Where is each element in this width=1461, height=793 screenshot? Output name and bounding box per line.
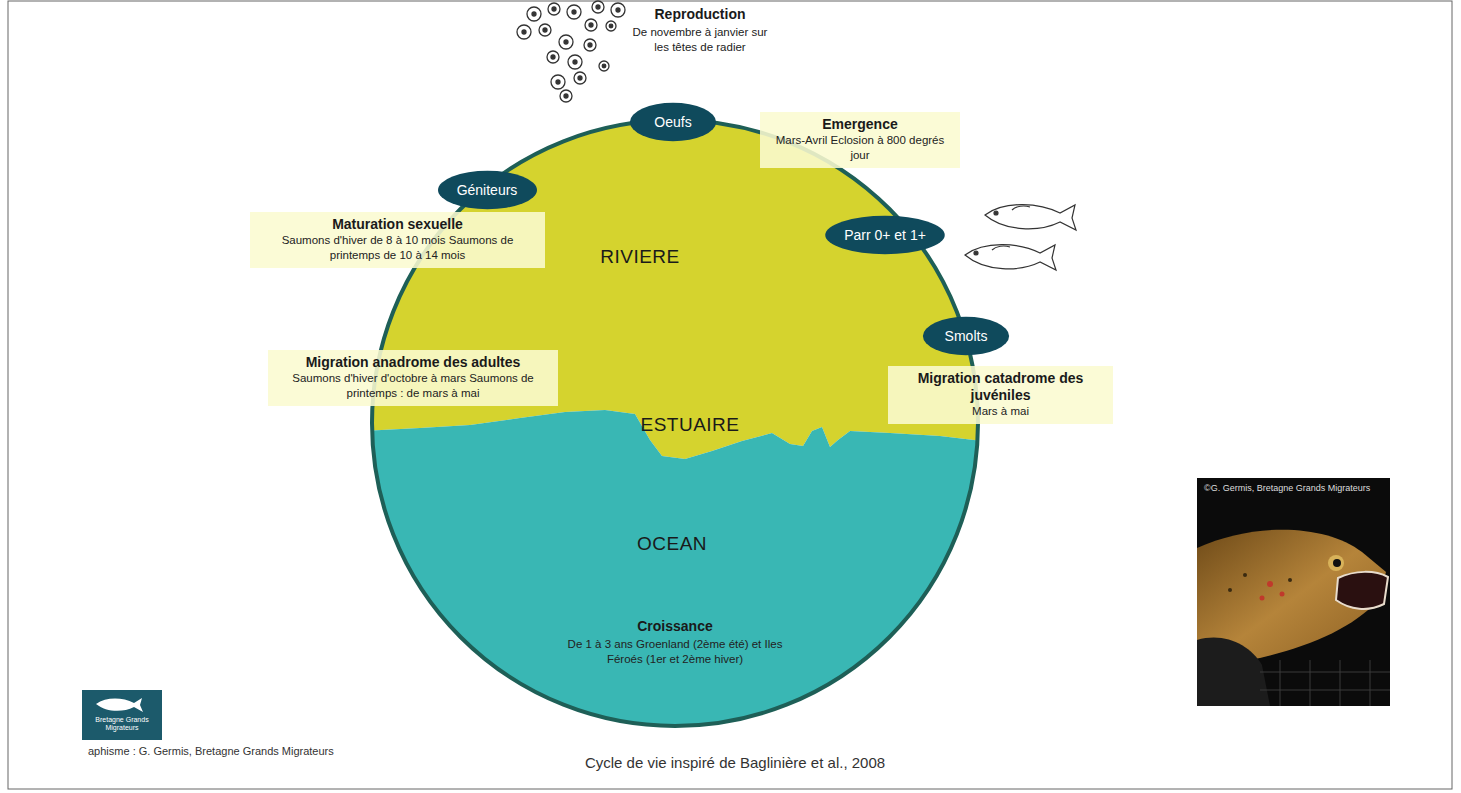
eggs-icon-part: [616, 8, 620, 12]
eggs-icon-part: [568, 55, 582, 69]
parr-fish-icon-part: [992, 246, 1010, 250]
salmon-photo-part: [1288, 578, 1292, 582]
parr-fish-icon-part: [994, 211, 998, 215]
eggs-icon-part: [560, 90, 572, 102]
eggs-icon-part: [556, 80, 560, 84]
eggs-icon: [517, 1, 625, 102]
salmon-photo-part: [1243, 573, 1247, 577]
oval-fill: [438, 171, 537, 209]
eggs-icon-part: [559, 35, 573, 49]
eggs-icon-part: [517, 25, 531, 39]
salmon-photo: [1197, 478, 1390, 706]
oval-fill: [923, 317, 1009, 355]
eggs-icon-part: [596, 5, 600, 9]
box-heading: Migration anadrome des adultes: [274, 354, 552, 371]
eggs-icon-part: [573, 60, 577, 64]
salmon-photo-part: [1336, 572, 1388, 609]
ocean-region-shape: [368, 400, 982, 730]
eggs-icon-part: [564, 94, 568, 98]
stage-name: Smolts: [945, 328, 988, 344]
parr-fish-icon-part: [965, 245, 1056, 270]
salmon-photo-part: [1197, 478, 1390, 706]
salmon-photo-part: [1328, 555, 1344, 571]
info-box: Migration catadrome des juvénilesMars à …: [888, 366, 1113, 424]
eggs-icon-part: [547, 51, 559, 63]
eggs-icon-part: [532, 12, 536, 16]
salmon-photo-part: [1280, 592, 1285, 597]
eggs-icon-part: [606, 21, 616, 31]
eggs-icon-part: [585, 19, 597, 31]
eggs-icon-part: [588, 43, 592, 47]
stage-oval: Oeufs: [629, 102, 717, 142]
eggs-icon-part: [527, 7, 541, 21]
stage-name: Oeufs: [654, 114, 691, 130]
logo: [82, 690, 162, 740]
eggs-icon-part: [552, 7, 556, 11]
ocean-region-fill: [360, 410, 990, 740]
frame-border: [8, 1, 1452, 789]
region-name: OCEAN: [572, 533, 772, 555]
box-heading: Migration catadrome des juvéniles: [894, 370, 1107, 404]
salmon-photo-part: [1260, 660, 1390, 706]
ocean-region: OCEAN Croissance De 1 à 3 ans Groenland (2…: [368, 400, 982, 730]
eggs-icon-part: [609, 24, 613, 28]
salmon-photo-part: [1260, 596, 1265, 601]
stage-name: Géniteurs: [457, 182, 518, 198]
eggs-icon-part: [543, 28, 547, 32]
eggs-icon-part: [522, 30, 526, 34]
info-box: Maturation sexuelleSaumons d'hiver de 8 …: [250, 212, 545, 268]
logo-part: [96, 698, 143, 712]
graphics-credit: aphisme : G. Germis, Bretagne Grands Mig…: [88, 745, 388, 757]
parr-fish-icon-part: [974, 251, 978, 255]
box-description: Mars à mai: [894, 404, 1107, 419]
eggs-icon-part: [564, 40, 568, 44]
estuary-name: ESTUAIRE: [610, 414, 770, 436]
oval-fill: [825, 216, 945, 254]
photo-credit: ©G. Germis, Bretagne Grands Migrateurs: [1204, 483, 1388, 493]
stage-oval: Smolts: [922, 316, 1010, 356]
oval-fill: [630, 103, 716, 141]
eggs-icon-part: [578, 76, 582, 80]
box-description: Mars-Avril Eclosion à 800 degrés jour: [766, 133, 954, 163]
parr-fish-icon-part: [985, 205, 1076, 230]
eggs-icon-part: [567, 5, 581, 19]
salmon-photo-part: [1197, 638, 1270, 706]
salmon-photo-part: [1333, 559, 1341, 567]
stage-oval: Parr 0+ et 1+: [824, 215, 946, 255]
eggs-icon-part: [611, 3, 625, 17]
parr-fish-icon-part: [1012, 206, 1030, 210]
eggs-icon-part: [589, 23, 593, 27]
stage-name: Parr 0+ et 1+: [844, 227, 926, 243]
box-heading: Maturation sexuelle: [256, 216, 539, 233]
logo-part: [82, 690, 162, 740]
eggs-icon-part: [548, 3, 560, 15]
reproduction-heading: Reproduction: [620, 6, 780, 23]
parr-fish-icon: [965, 205, 1076, 270]
reproduction-description: De novembre à janvier sur les têtes de r…: [625, 25, 775, 55]
stage-oval: Géniteurs: [437, 170, 538, 210]
eggs-icon-part: [592, 1, 604, 13]
box-description: Saumons d'hiver d'octobre à mars Saumons…: [274, 371, 552, 401]
eggs-icon-part: [602, 64, 606, 68]
box-description: Saumons d'hiver de 8 à 10 mois Saumons d…: [256, 233, 539, 263]
stage-heading: Croissance: [575, 618, 775, 635]
stage-description: De 1 à 3 ans Groenland (2ème été) et Ile…: [568, 637, 783, 667]
logo-text: Bretagne Grands Migrateurs: [84, 716, 160, 731]
eggs-icon-part: [551, 55, 555, 59]
info-box: EmergenceMars-Avril Eclosion à 800 degré…: [760, 112, 960, 168]
box-heading: Emergence: [766, 116, 954, 133]
eggs-icon-part: [574, 72, 586, 84]
eggs-icon-part: [551, 75, 565, 89]
salmon-photo-part: [1267, 581, 1273, 587]
info-box: Migration anadrome des adultesSaumons d'…: [268, 350, 558, 406]
eggs-icon-part: [584, 39, 596, 51]
region-name: RIVIERE: [540, 246, 740, 268]
salmon-photo-part: [1228, 588, 1232, 592]
figure-caption: Cycle de vie inspiré de Baglinière et al…: [485, 754, 985, 771]
eggs-icon-part: [599, 61, 609, 71]
eggs-icon-part: [572, 10, 576, 14]
eggs-icon-part: [539, 24, 551, 36]
